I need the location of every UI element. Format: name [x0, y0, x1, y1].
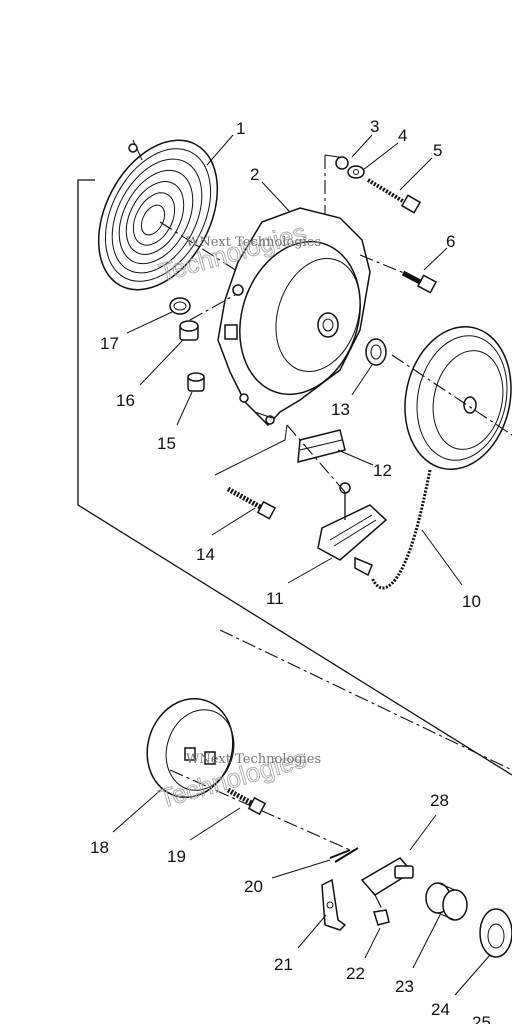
bolt-14-part	[214, 424, 288, 520]
lower-parts-group	[321, 847, 512, 958]
watermark-1-text: WNext Technologies	[186, 235, 321, 250]
callout-18: 18	[90, 838, 109, 857]
callout-23: 23	[395, 977, 414, 996]
callout-14: 14	[196, 545, 215, 564]
watermark-2-text: WNext Technologies	[186, 752, 321, 767]
callout-5: 5	[433, 141, 442, 160]
ring-18-part	[146, 697, 351, 851]
callout-19: 19	[167, 847, 186, 866]
callout-21: 21	[274, 955, 293, 974]
callout-3: 3	[370, 117, 379, 136]
callout-labels: 1 2 3 4 5 6 10 11 12 13 14 15 16 17 18 1…	[90, 117, 491, 1024]
callout-25: 25	[472, 1013, 491, 1024]
callout-24: 24	[431, 1000, 450, 1019]
nut-washer-bolt-group	[335, 156, 422, 214]
handle-11-part	[317, 482, 388, 577]
callout-16: 16	[116, 391, 135, 410]
callout-22: 22	[346, 964, 365, 983]
callout-20: 20	[244, 877, 263, 896]
callout-13: 13	[331, 400, 350, 419]
pulley-10-part	[370, 325, 512, 590]
callout-11: 11	[266, 589, 284, 608]
leader-lines	[112, 134, 491, 996]
assembly-frame-lines	[77, 154, 512, 776]
callout-2: 2	[250, 165, 259, 184]
recoil-spring-part	[97, 139, 323, 326]
callout-1: 1	[236, 119, 245, 138]
bolt-19-part	[226, 787, 267, 816]
bolt-6-part	[359, 254, 438, 294]
starter-housing-part	[217, 207, 371, 427]
seal-13-part	[365, 338, 387, 366]
insert-12-part	[286, 424, 346, 493]
callout-6: 6	[446, 232, 455, 251]
small-fittings-group	[169, 294, 236, 392]
callout-12: 12	[373, 461, 392, 480]
callout-17: 17	[100, 334, 119, 353]
callout-15: 15	[157, 434, 176, 453]
callout-28: 28	[430, 791, 449, 810]
callout-10: 10	[462, 592, 481, 611]
callout-4: 4	[398, 126, 407, 145]
